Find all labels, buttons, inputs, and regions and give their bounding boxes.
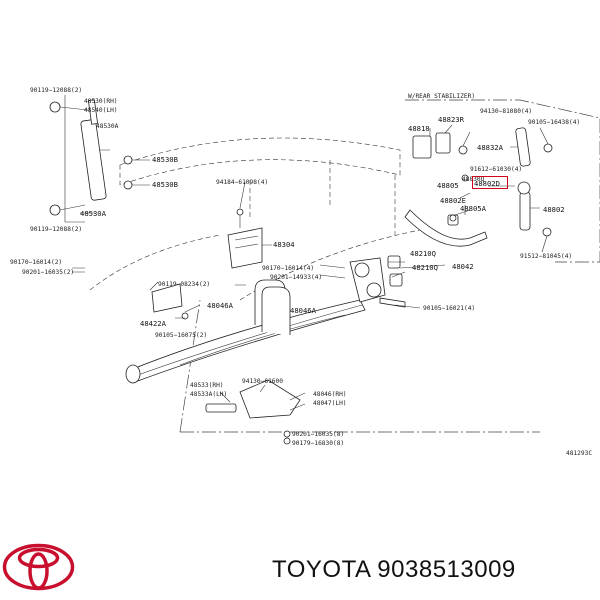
label-48802: 48802 [543, 205, 565, 214]
bolt-91612 [458, 145, 468, 155]
label-48047-lh: 48047(LH) [313, 400, 347, 407]
label-90201-16035-bottom: 90201−16035(8) [292, 431, 344, 438]
label-90119-08234: 90119−08234(2) [158, 281, 210, 288]
misc-leaders [72, 181, 446, 411]
label-48530b-2: 48530B [152, 180, 178, 189]
label-48533a-lh: 48533A(LH) [190, 391, 227, 398]
nut-90179 [283, 437, 291, 445]
label-48304: 48304 [273, 240, 295, 249]
toyota-logo-icon [2, 543, 75, 591]
highlighted-part-box [472, 176, 508, 189]
stabilizer-link-48832a [515, 127, 531, 167]
label-48422a: 48422A [140, 319, 167, 328]
label-48210q-2: 48210Q [412, 263, 438, 272]
link-nut-top [543, 143, 553, 153]
stabilizer-leaders [429, 124, 549, 253]
shackle-bolt [379, 297, 406, 308]
nut-90201 [283, 430, 291, 438]
label-48042: 48042 [452, 262, 474, 271]
label-90170-16014-left: 90170−16014(2) [10, 259, 62, 266]
leaf-spring [129, 299, 366, 383]
label-48805: 48805 [437, 181, 459, 190]
label-90201-16035-left: 90201−16035(2) [22, 269, 74, 276]
link-bushing [517, 181, 531, 195]
label-48818: 48818 [408, 124, 430, 133]
assembly-frame [405, 99, 600, 263]
label-91512-81045: 91512−81045(4) [520, 253, 572, 260]
stabilizer-link-48802 [519, 191, 531, 231]
label-48802e: 48802E [440, 196, 466, 205]
label-90179-16830: 90179−16830(8) [292, 440, 344, 447]
shock-rod [87, 99, 99, 125]
label-section-title: W/REAR STABILIZER) [408, 93, 475, 100]
bump-stop [227, 227, 263, 269]
label-48830q: 48830Q [462, 176, 485, 183]
u-bolt-right [261, 286, 291, 335]
shock-bottom-bushing [49, 204, 61, 216]
bump-stop-bolt [236, 208, 244, 216]
label-90201-14933: 90201−14933(4) [270, 274, 322, 281]
frame-rail [119, 137, 401, 186]
label-90105-16075: 90105−16075(2) [155, 332, 207, 339]
link-nut [542, 227, 552, 237]
stabilizer-bracket-48818 [412, 135, 432, 159]
drawing-code: 481293C [566, 450, 592, 457]
label-48530-rh: 48530(RH) [84, 98, 118, 105]
label-90105-16021: 90105−16021(4) [423, 305, 475, 312]
bushing-48530b [123, 155, 133, 165]
bolt-48805a [449, 214, 457, 222]
label-90105-16438: 90105−16438(4) [528, 119, 580, 126]
label-90119-12088-bottom: 90119−12088(2) [30, 226, 82, 233]
crossmember [249, 160, 396, 235]
label-48530a-bottom: 48530A [80, 209, 107, 218]
label-48046a-1: 48046A [207, 301, 234, 310]
shackle-pin [205, 403, 237, 413]
bolt-48830q [461, 174, 469, 182]
shackle-plate [239, 379, 301, 419]
label-90119-12088-top: 90119−12088(2) [30, 87, 82, 94]
parts-diagram: 90119−12088(2) 48530(RH) 48540(LH) 48530… [10, 87, 600, 457]
label-48823r: 48823R [438, 115, 465, 124]
shock-leaders [59, 95, 150, 223]
label-48802d: 48802D [474, 179, 500, 188]
brand-caption: TOYOTA 9038513009 [272, 556, 516, 583]
label-48533-rh: 48533(RH) [190, 382, 224, 389]
label-91612-61030: 91612−61030(4) [470, 166, 522, 173]
bump-stop-detail [234, 215, 272, 249]
label-48530b-1: 48530B [152, 155, 178, 164]
bushing-48530b-2 [123, 180, 133, 190]
label-48540-lh: 48540(LH) [84, 107, 118, 114]
shackle-bracket [349, 257, 386, 303]
spring-eye [125, 364, 141, 384]
spring-seat-bolt [181, 312, 189, 320]
bushing-48210q-2 [389, 273, 403, 287]
label-48530a-top: 48530A [96, 123, 119, 130]
stabilizer-bar [404, 209, 488, 247]
shackle-bushing-1 [354, 262, 370, 278]
shock-top-bushing [49, 101, 61, 113]
label-48046a-2: 48046A [290, 306, 317, 315]
label-94130-81080: 94130−81080(4) [480, 108, 532, 115]
stabilizer-bracket-48823r [435, 132, 451, 154]
shackle-bushing-2 [366, 282, 382, 298]
frame-rail-lower [89, 229, 421, 301]
label-94130-61600: 94130−61600 [242, 378, 283, 385]
label-48046-rh: 48046(RH) [313, 391, 347, 398]
label-90170-16014-mid: 90170−16014(4) [262, 265, 314, 272]
spring-seat [151, 283, 183, 313]
label-48210q-1: 48210Q [410, 249, 436, 258]
label-94184-61098: 94184−61098(4) [216, 179, 268, 186]
lower-frame [179, 299, 540, 433]
label-48805a: 48805A [460, 204, 487, 213]
leaf-spring-lines [134, 304, 363, 377]
shock-absorber [80, 119, 107, 201]
label-48832a: 48832A [477, 143, 504, 152]
